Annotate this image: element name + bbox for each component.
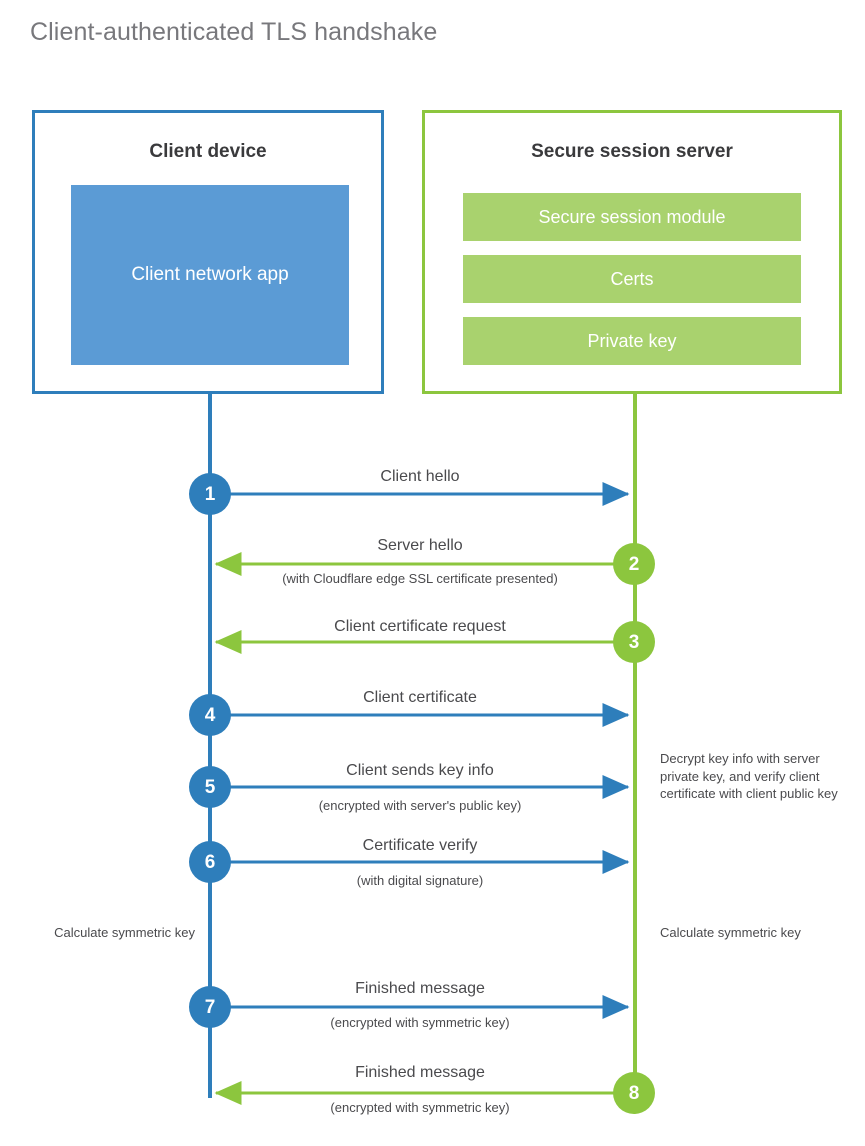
message-label-5: Client sends key info [346, 762, 494, 779]
server-module-secure-session-module: Secure session module [463, 193, 801, 241]
annotation-server-decrypt: Decrypt key info with server private key… [660, 751, 838, 802]
message-sublabel-2: (with Cloudflare edge SSL certificate pr… [282, 571, 558, 586]
message-sublabel-5: (encrypted with server's public key) [318, 798, 522, 813]
step-circle-4[interactable]: 4 [189, 694, 231, 736]
annotation-client-calculate-symmetric-key: Calculate symmetric key [54, 925, 195, 940]
message-label-8: Finished message [355, 1064, 485, 1081]
message-label-2: Server hello [377, 537, 463, 554]
step-circle-1[interactable]: 1 [189, 473, 231, 515]
step-circle-2[interactable]: 2 [613, 543, 655, 585]
server-module-private-key: Private key [463, 317, 801, 365]
message-label-6: Certificate verify [362, 837, 478, 854]
message-sublabel-7: (encrypted with symmetric key) [330, 1015, 510, 1030]
server-module-certs: Certs [463, 255, 801, 303]
step-circle-8[interactable]: 8 [613, 1072, 655, 1114]
message-label-4: Client certificate [363, 689, 477, 706]
server-lifeline [633, 392, 637, 1096]
message-label-1: Client hello [380, 468, 460, 485]
message-label-7: Finished message [355, 980, 485, 997]
secure-session-server-title: Secure session server [531, 141, 733, 162]
step-circle-7[interactable]: 7 [189, 986, 231, 1028]
message-sublabel-8: (encrypted with symmetric key) [330, 1100, 510, 1115]
page-title: Client-authenticated TLS handshake [30, 18, 438, 46]
client-network-app-block: Client network app [71, 185, 349, 365]
actor-box-server: Secure session server Secure session mod… [422, 110, 842, 394]
annotation-server-calculate-symmetric-key: Calculate symmetric key [660, 925, 801, 940]
message-sublabel-6: (with digital signature) [356, 873, 484, 888]
client-lifeline [208, 392, 212, 1098]
step-circle-6[interactable]: 6 [189, 841, 231, 883]
step-circle-5[interactable]: 5 [189, 766, 231, 808]
message-label-3: Client certificate request [334, 618, 506, 635]
step-circle-3[interactable]: 3 [613, 621, 655, 663]
client-device-title: Client device [149, 141, 267, 162]
actor-box-client: Client device Client network app [32, 110, 384, 394]
